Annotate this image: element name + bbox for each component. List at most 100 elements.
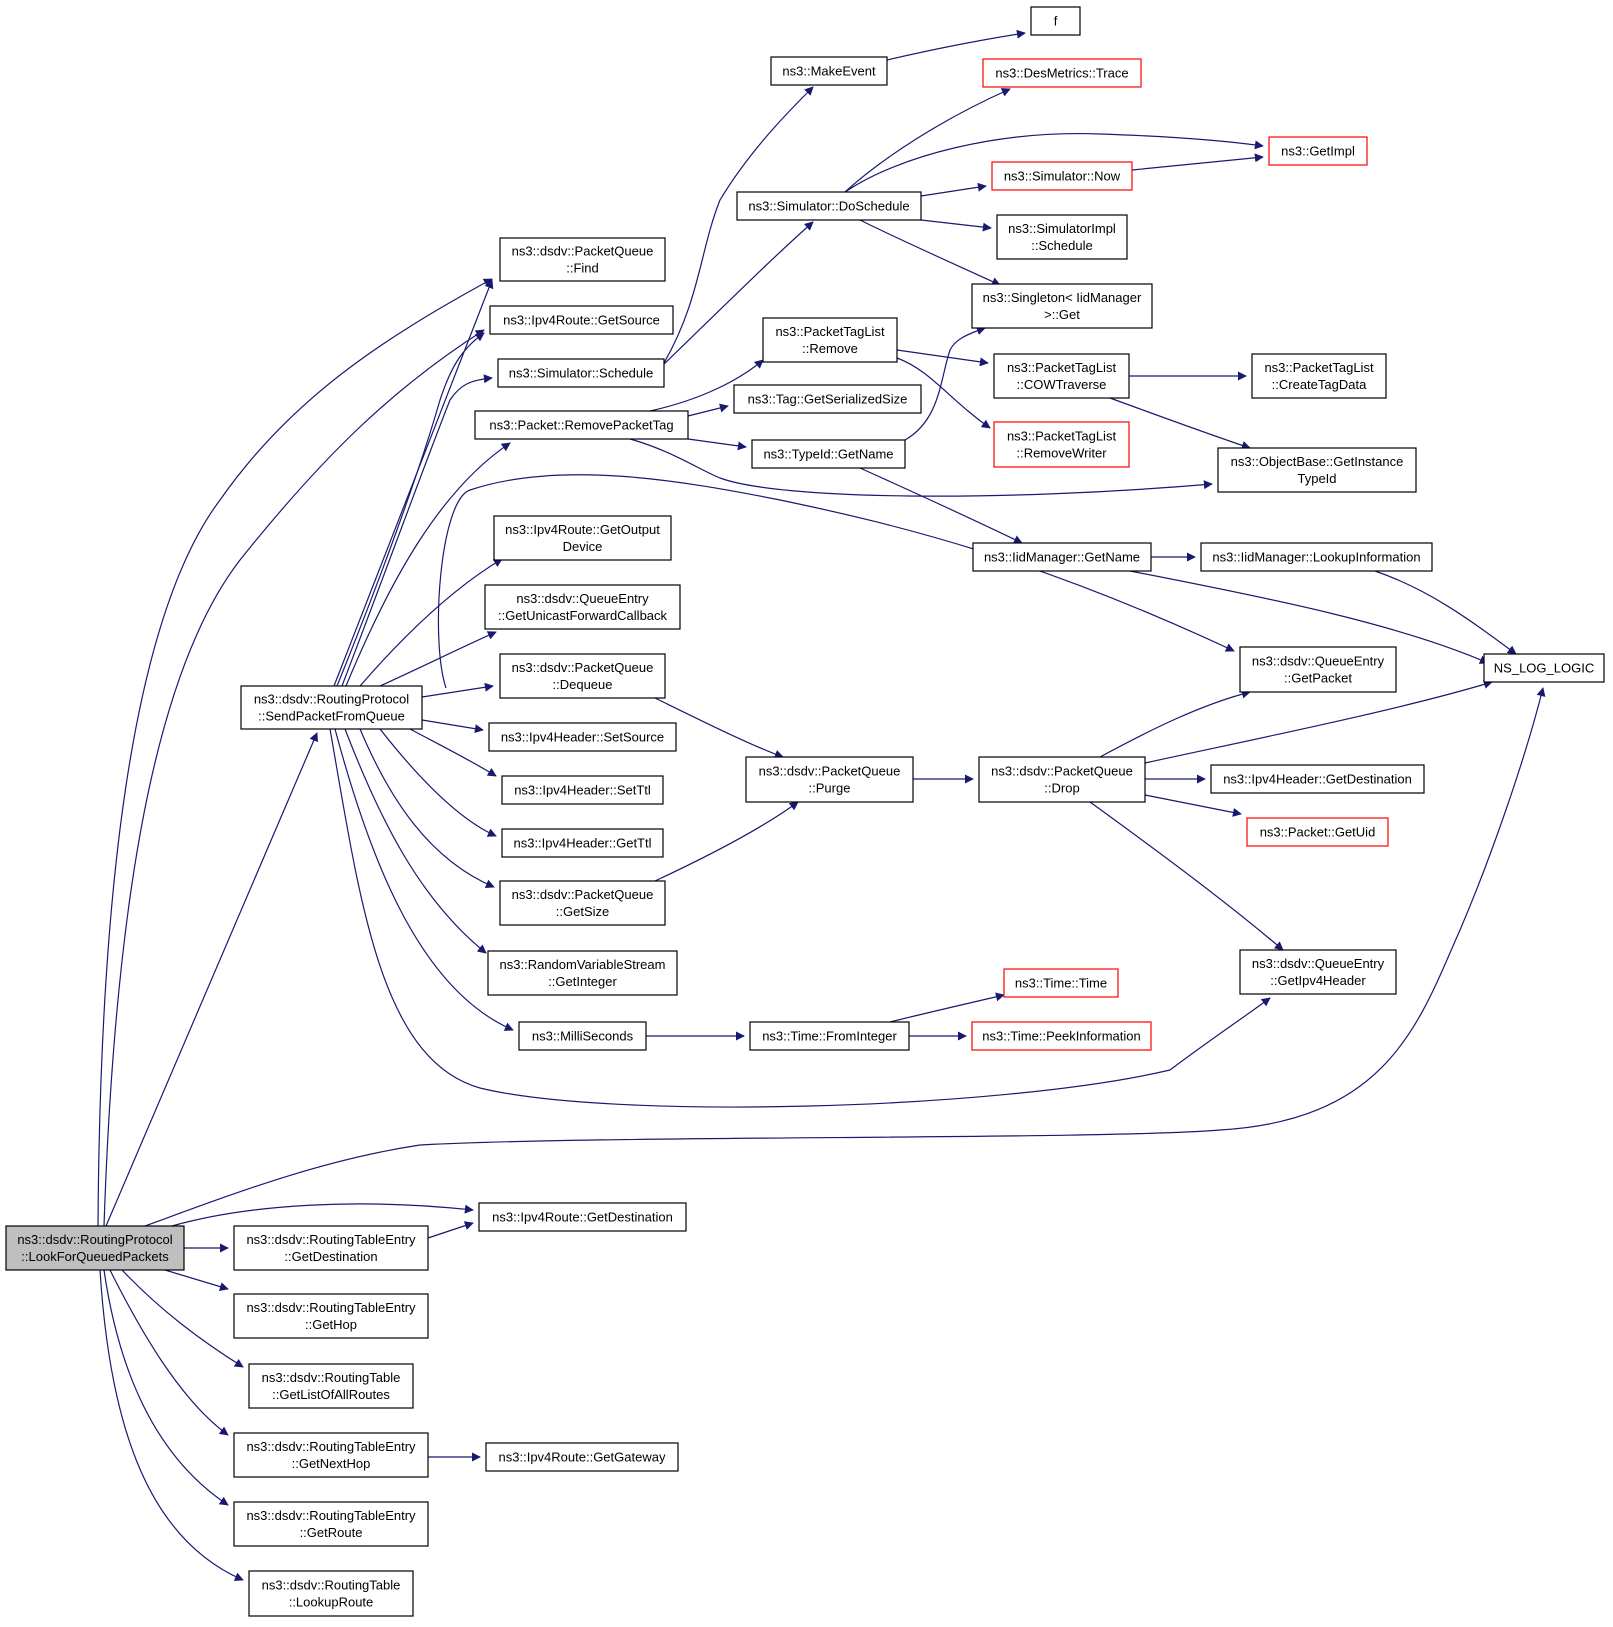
node-label: ns3::Simulator::Now bbox=[1004, 169, 1121, 184]
node-label: ns3::dsdv::QueueEntry bbox=[516, 591, 649, 606]
edge-root-to-rte-getnexthop bbox=[109, 1269, 229, 1436]
node-label: ::GetPacket bbox=[1284, 671, 1352, 686]
node-f[interactable]: f bbox=[1030, 6, 1081, 36]
edge-pkt-removetag-to-objbase-getinst bbox=[629, 438, 1213, 497]
node-qe-getunicast[interactable]: ns3::dsdv::QueueEntry::GetUnicastForward… bbox=[484, 584, 681, 630]
node-ipv4route-getgw[interactable]: ns3::Ipv4Route::GetGateway bbox=[485, 1442, 679, 1472]
node-qe-getpacket[interactable]: ns3::dsdv::QueueEntry::GetPacket bbox=[1239, 646, 1397, 693]
node-desmetrics[interactable]: ns3::DesMetrics::Trace bbox=[982, 58, 1142, 88]
node-ipv4h-setsource[interactable]: ns3::Ipv4Header::SetSource bbox=[488, 722, 677, 752]
edge-sim-now-to-getimpl bbox=[1131, 153, 1264, 171]
edge-ptl-remove-to-ptl-cow bbox=[896, 349, 989, 367]
node-ptl-removewriter[interactable]: ns3::PacketTagList::RemoveWriter bbox=[993, 421, 1130, 468]
node-label: ns3::IidManager::LookupInformation bbox=[1212, 550, 1420, 565]
node-box bbox=[972, 542, 1152, 572]
node-rt-getlist[interactable]: ns3::dsdv::RoutingTable::GetListOfAllRou… bbox=[248, 1363, 414, 1409]
node-label: ns3::SimulatorImpl bbox=[1008, 221, 1116, 236]
node-pq-getsize[interactable]: ns3::dsdv::PacketQueue::GetSize bbox=[499, 880, 666, 926]
node-label: ns3::dsdv::QueueEntry bbox=[1252, 956, 1385, 971]
node-label: ::COWTraverse bbox=[1017, 377, 1107, 392]
node-time-fromint[interactable]: ns3::Time::FromInteger bbox=[749, 1021, 910, 1051]
node-label: ns3::Ipv4Route::GetSource bbox=[503, 313, 660, 328]
node-qe-getipv4header[interactable]: ns3::dsdv::QueueEntry::GetIpv4Header bbox=[1239, 949, 1397, 995]
node-makeevent[interactable]: ns3::MakeEvent bbox=[770, 56, 888, 86]
node-box bbox=[733, 384, 922, 414]
node-box bbox=[749, 1021, 910, 1051]
node-box bbox=[240, 685, 423, 730]
node-pkt-removetag[interactable]: ns3::Packet::RemovePacketTag bbox=[474, 410, 689, 440]
node-ipv4h-getdest[interactable]: ns3::Ipv4Header::GetDestination bbox=[1210, 764, 1425, 794]
node-getimpl[interactable]: ns3::GetImpl bbox=[1268, 136, 1368, 166]
edge-iid-getname-to-ns-log-logic bbox=[1129, 570, 1489, 664]
node-iid-getname[interactable]: ns3::IidManager::GetName bbox=[972, 542, 1152, 572]
node-milliseconds[interactable]: ns3::MilliSeconds bbox=[518, 1021, 647, 1051]
node-label: ns3::dsdv::RoutingTableEntry bbox=[246, 1439, 416, 1454]
node-rvs-getinteger[interactable]: ns3::RandomVariableStream::GetInteger bbox=[487, 950, 678, 996]
node-box bbox=[233, 1225, 429, 1271]
node-pq-purge[interactable]: ns3::dsdv::PacketQueue::Purge bbox=[745, 756, 914, 803]
edge-sim-schedule-to-makeevent bbox=[663, 86, 814, 364]
node-sim-now[interactable]: ns3::Simulator::Now bbox=[991, 161, 1133, 191]
node-label: ns3::dsdv::RoutingTable bbox=[262, 1370, 401, 1385]
node-ipv4route-getdest[interactable]: ns3::Ipv4Route::GetDestination bbox=[478, 1202, 687, 1232]
node-label: ns3::Ipv4Header::GetDestination bbox=[1223, 772, 1412, 787]
edge-sendpkt-to-pkt-removetag bbox=[345, 442, 511, 687]
edge-sendpkt-to-rvs-getinteger bbox=[344, 728, 487, 954]
node-label: ns3::PacketTagList bbox=[1007, 360, 1117, 375]
node-typeid-getname[interactable]: ns3::TypeId::GetName bbox=[751, 439, 906, 469]
node-tag-getsersize[interactable]: ns3::Tag::GetSerializedSize bbox=[733, 384, 922, 414]
node-rte-getdest[interactable]: ns3::dsdv::RoutingTableEntry::GetDestina… bbox=[233, 1225, 429, 1271]
node-ipv4route-getsource[interactable]: ns3::Ipv4Route::GetSource bbox=[489, 305, 674, 335]
node-pkt-getuid[interactable]: ns3::Packet::GetUid bbox=[1246, 817, 1389, 847]
edge-root-to-ns-log-logic bbox=[144, 687, 1546, 1227]
node-pq-drop[interactable]: ns3::dsdv::PacketQueue::Drop bbox=[978, 756, 1146, 803]
node-label: ns3::DesMetrics::Trace bbox=[995, 66, 1128, 81]
node-ptl-createtag[interactable]: ns3::PacketTagList::CreateTagData bbox=[1251, 353, 1387, 399]
node-ipv4h-getttl[interactable]: ns3::Ipv4Header::GetTtl bbox=[501, 828, 664, 858]
node-box bbox=[993, 421, 1130, 468]
node-box bbox=[499, 237, 666, 282]
edge-sendpkt-to-ipv4h-setttl bbox=[409, 728, 497, 777]
node-sim-doschedule[interactable]: ns3::Simulator::DoSchedule bbox=[736, 191, 922, 221]
node-time-time[interactable]: ns3::Time::Time bbox=[1003, 968, 1119, 998]
edge-pkt-removetag-to-typeid-getname bbox=[687, 438, 747, 451]
node-singleton-get[interactable]: ns3::Singleton< IidManager>::Get bbox=[971, 283, 1153, 329]
node-ns-log-logic[interactable]: NS_LOG_LOGIC bbox=[1483, 653, 1605, 683]
node-box bbox=[501, 775, 664, 805]
edge-typeid-getname-to-iid-getname bbox=[859, 467, 1023, 544]
node-box bbox=[1251, 353, 1387, 399]
node-box bbox=[1200, 542, 1433, 572]
node-time-peek[interactable]: ns3::Time::PeekInformation bbox=[971, 1021, 1152, 1051]
node-rte-getnexthop[interactable]: ns3::dsdv::RoutingTableEntry::GetNextHop bbox=[233, 1432, 429, 1478]
node-ptl-remove[interactable]: ns3::PacketTagList::Remove bbox=[762, 317, 898, 363]
node-simimpl-schedule[interactable]: ns3::SimulatorImpl::Schedule bbox=[996, 214, 1128, 260]
node-box bbox=[762, 317, 898, 363]
node-pq-dequeue[interactable]: ns3::dsdv::PacketQueue::Dequeue bbox=[499, 653, 666, 699]
node-ipv4h-setttl[interactable]: ns3::Ipv4Header::SetTtl bbox=[501, 775, 664, 805]
node-sim-schedule[interactable]: ns3::Simulator::Schedule bbox=[497, 358, 665, 388]
node-iid-lookup[interactable]: ns3::IidManager::LookupInformation bbox=[1200, 542, 1433, 572]
node-rte-getroute[interactable]: ns3::dsdv::RoutingTableEntry::GetRoute bbox=[233, 1501, 429, 1547]
edge-pq-dequeue-to-pq-purge bbox=[654, 697, 784, 759]
node-sendpkt[interactable]: ns3::dsdv::RoutingProtocol::SendPacketFr… bbox=[240, 685, 423, 730]
node-box bbox=[1217, 447, 1417, 493]
node-box bbox=[499, 880, 666, 926]
node-label: ns3::Ipv4Header::GetTtl bbox=[513, 836, 651, 851]
node-box bbox=[1210, 764, 1425, 794]
node-rte-gethop[interactable]: ns3::dsdv::RoutingTableEntry::GetHop bbox=[233, 1293, 429, 1339]
node-label: ::GetUnicastForwardCallback bbox=[498, 608, 668, 623]
node-ptl-cow[interactable]: ns3::PacketTagList::COWTraverse bbox=[993, 353, 1130, 399]
edge-root-to-rte-gethop bbox=[164, 1269, 229, 1291]
node-label: ns3::dsdv::RoutingTable bbox=[262, 1578, 401, 1593]
node-label: ns3::Ipv4Header::SetSource bbox=[501, 730, 664, 745]
node-label: ns3::ObjectBase::GetInstance bbox=[1231, 454, 1404, 469]
node-rt-lookuproute[interactable]: ns3::dsdv::RoutingTable::LookupRoute bbox=[248, 1570, 414, 1617]
node-pq-find[interactable]: ns3::dsdv::PacketQueue::Find bbox=[499, 237, 666, 282]
node-label: ns3::dsdv::PacketQueue bbox=[759, 764, 901, 779]
edge-pq-drop-to-ns-log-logic bbox=[1144, 680, 1493, 764]
node-box bbox=[770, 56, 888, 86]
node-root[interactable]: ns3::dsdv::RoutingProtocol::LookForQueue… bbox=[5, 1225, 185, 1271]
